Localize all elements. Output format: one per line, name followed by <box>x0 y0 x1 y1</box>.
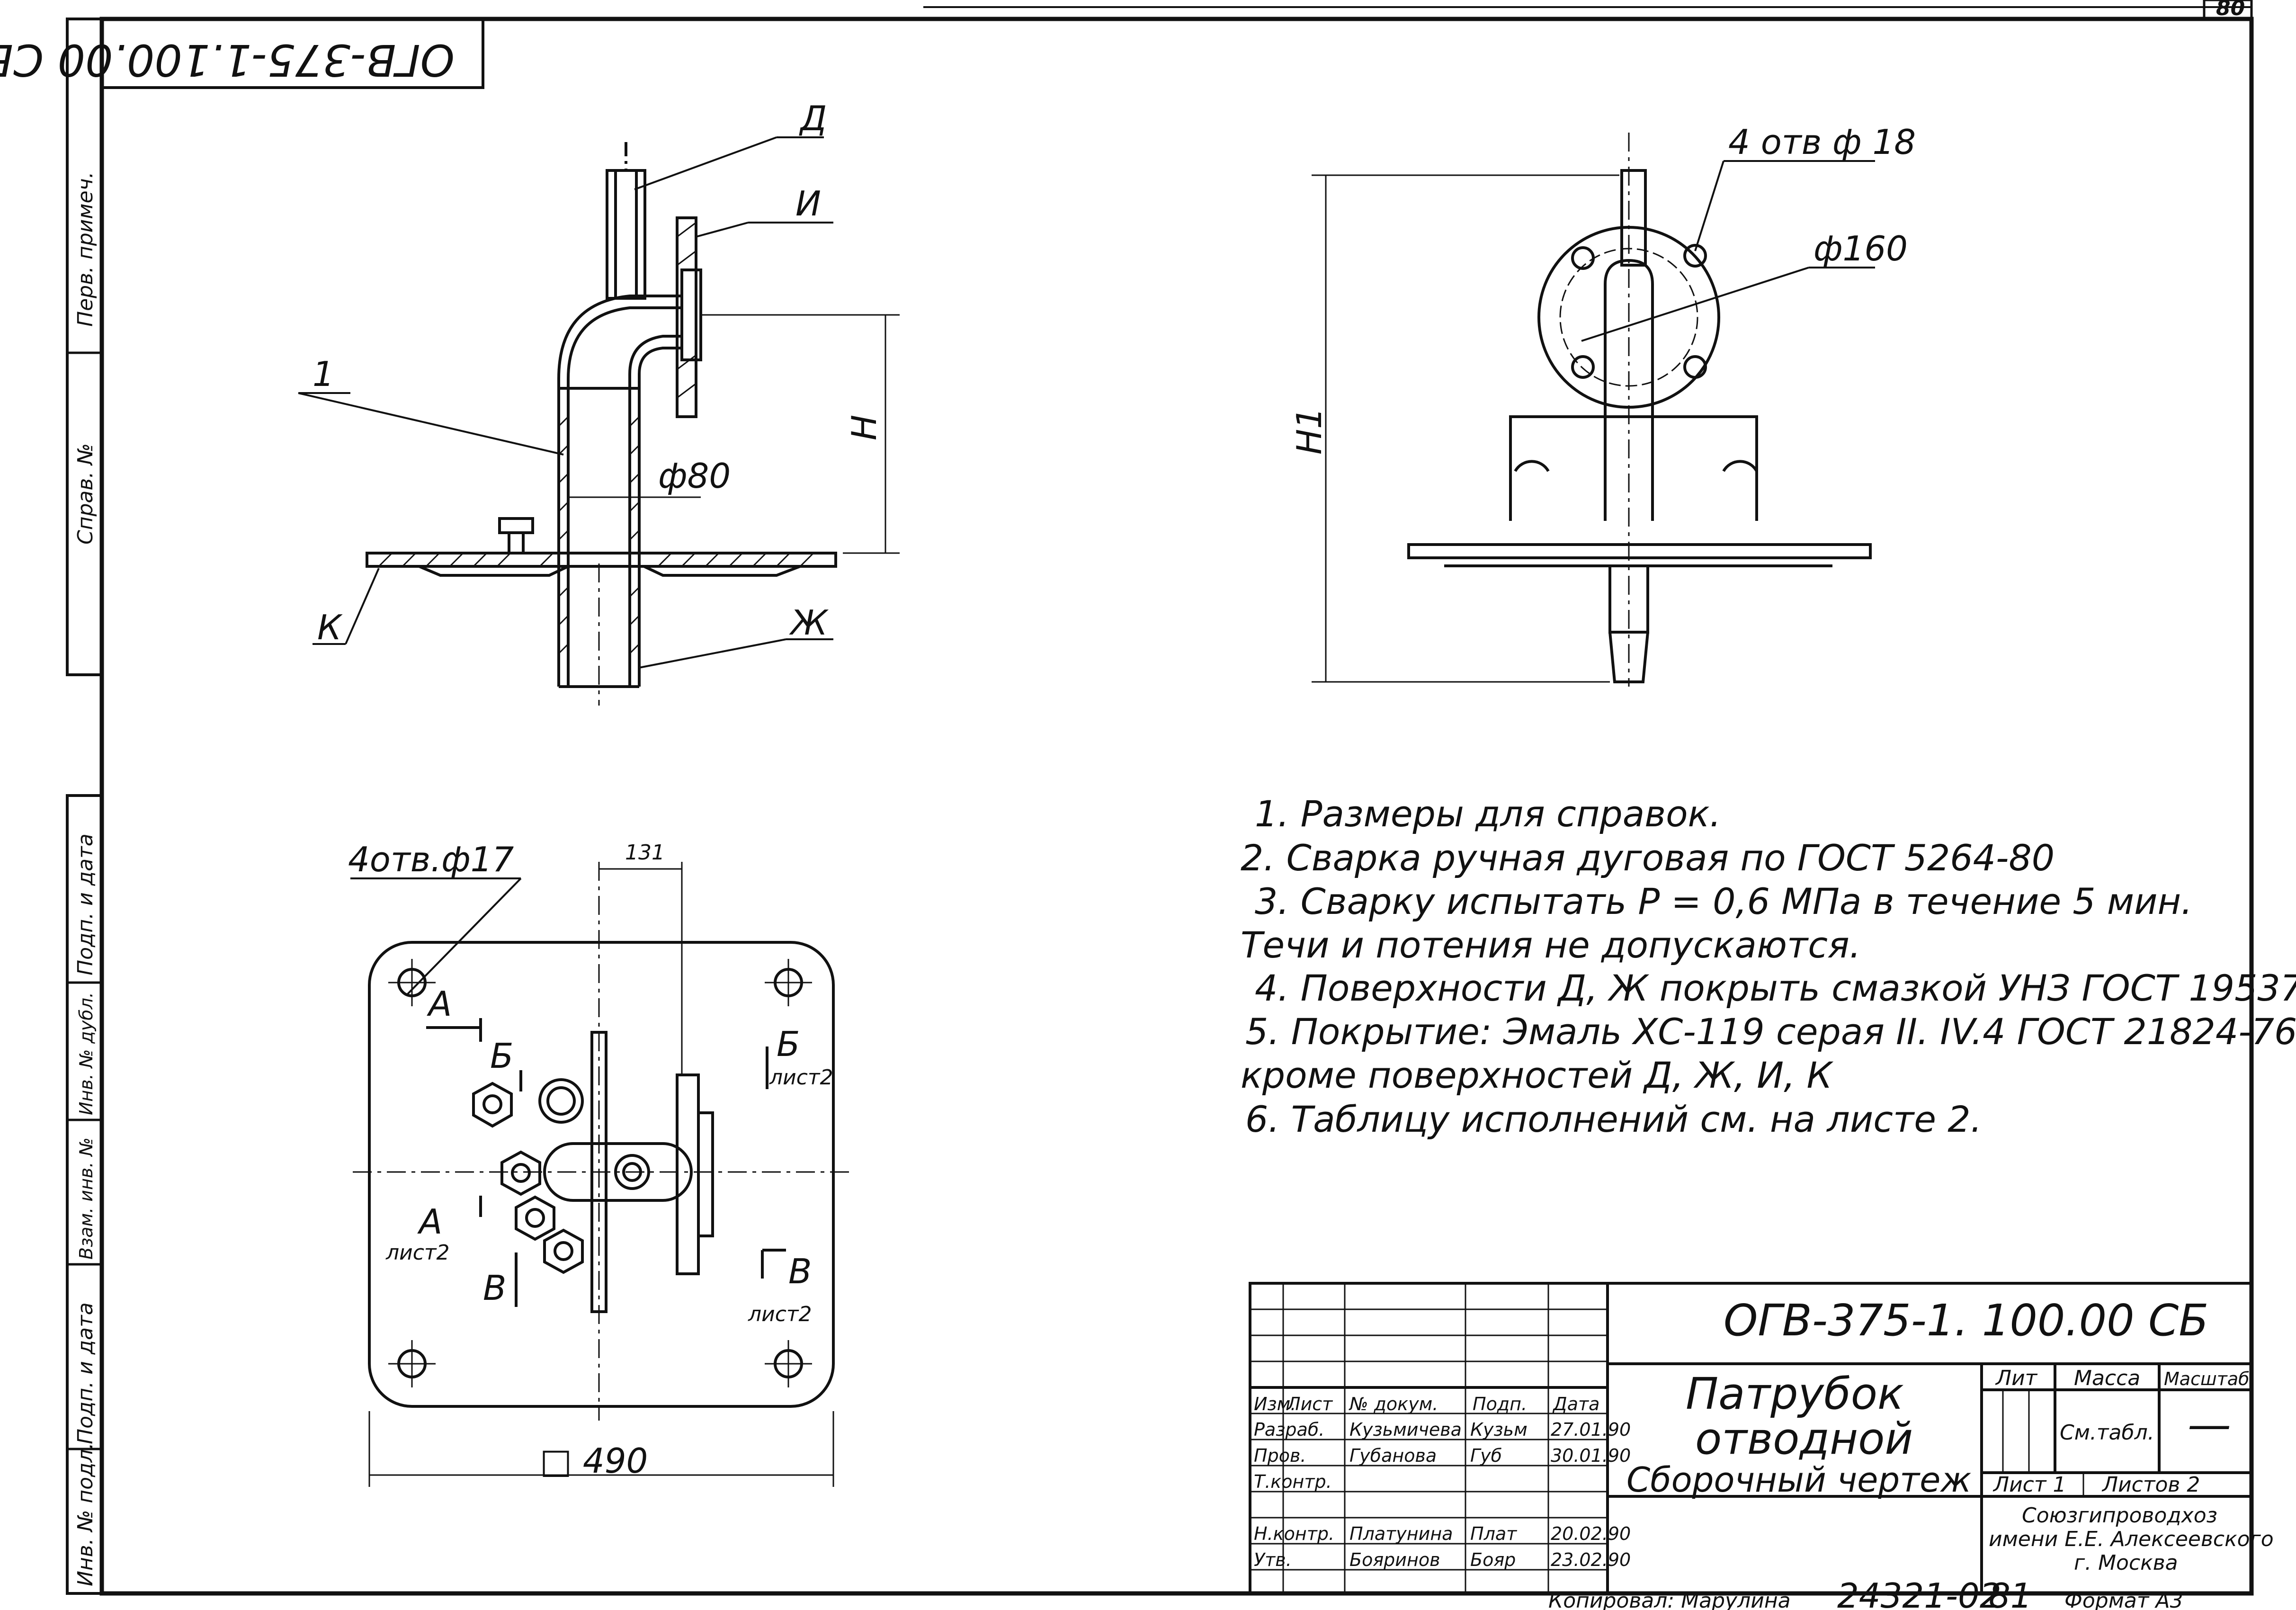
label-dia80: ф80 <box>658 456 731 496</box>
label-D: Д <box>799 98 827 138</box>
label-dia160: ф160 <box>1814 229 1908 268</box>
label-K: К <box>317 608 343 647</box>
designation: ОГВ-375-1. 100.00 СБ <box>1724 1295 2208 1346</box>
org-line-2: имени Е.Е. Алексеевского <box>1989 1527 2274 1551</box>
side-label: Перв. примеч. <box>73 171 98 327</box>
name-cell: Бояринов <box>1349 1549 1440 1570</box>
name-cell: Кузьмичева <box>1349 1419 1462 1440</box>
scale-value: — <box>2188 1399 2231 1450</box>
label-H: Н <box>844 415 884 440</box>
footer: Копировал: Марулина 24321-02 81 Формат А… <box>1548 1576 2183 1610</box>
side-label: Подп. и дата <box>73 833 98 975</box>
date-cell: 23.02.90 <box>1551 1549 1631 1570</box>
note-line: 4. Поверхности Д, Ж покрыть смазкой УНЗ … <box>1255 967 2296 1009</box>
paper-format: Формат А3 <box>2064 1589 2183 1610</box>
label-A-top: А <box>427 984 452 1024</box>
sign-cell: Губ <box>1470 1445 1502 1466</box>
col-header-list: Лист <box>1286 1394 1333 1414</box>
date-cell: 30.01.90 <box>1551 1445 1631 1466</box>
section-view-labels: Д И 1 Н ф80 К Ж <box>313 98 884 647</box>
name-cell: Губанова <box>1349 1445 1437 1466</box>
note-line: Течи и потения не допускаются. <box>1241 924 1861 966</box>
name-cell: Платунина <box>1349 1523 1453 1544</box>
side-label: Справ. № <box>73 443 98 545</box>
side-label: Инв. № подл. <box>73 1442 98 1586</box>
role-cell: Пров. <box>1254 1445 1306 1466</box>
org-line-3: г. Москва <box>2074 1551 2178 1575</box>
top-stamp-text: ОГВ-375-1.100.00 СБ <box>0 35 455 85</box>
label-131: 131 <box>625 841 665 865</box>
mass-value: См.табл. <box>2060 1421 2154 1445</box>
sign-cell: Плат <box>1470 1523 1518 1544</box>
sheet-number: 80 <box>2216 0 2245 20</box>
label-490: □ 490 <box>540 1441 648 1481</box>
side-label: Взам. инв. № <box>76 1137 97 1260</box>
col-header-doc: № докум. <box>1349 1394 1438 1414</box>
document-type: Сборочный чертеж <box>1626 1460 1971 1500</box>
mass-label: Масса <box>2074 1366 2140 1390</box>
role-cell: Т.контр. <box>1254 1471 1332 1492</box>
col-header-sign: Подп. <box>1473 1394 1527 1414</box>
role-cell: Утв. <box>1254 1549 1292 1570</box>
technical-notes: 1. Размеры для справок. 2. Сварка ручная… <box>1241 793 2296 1140</box>
label-A-sheet2: лист2 <box>385 1241 450 1265</box>
note-line: 2. Сварка ручная дуговая по ГОСТ 5264-80 <box>1241 837 2055 879</box>
side-label: Инв. № дубл. <box>76 992 97 1115</box>
label-V-sheet2: лист2 <box>748 1302 812 1326</box>
title-block <box>1249 1282 2253 1595</box>
plan-view <box>350 862 852 1487</box>
side-strip-labels: Перв. примеч. Справ. № Подп. и дата Инв.… <box>73 171 98 1586</box>
org-line-1: Союзгипроводхоз <box>2022 1503 2217 1528</box>
scale-label: Масштаб <box>2164 1368 2250 1389</box>
archive-code: 24321-02 <box>1837 1576 2001 1610</box>
label-V-right: В <box>788 1252 812 1291</box>
label-H1: Н1 <box>1289 407 1329 455</box>
label-1: 1 <box>313 354 334 394</box>
note-line: 5. Покрытие: Эмаль ХС-119 серая II. IV.4… <box>1245 1011 2296 1053</box>
lit-label: Лит <box>1995 1366 2038 1390</box>
col-header-date: Дата <box>1552 1394 1599 1414</box>
sign-cell: Кузьм <box>1470 1419 1528 1440</box>
label-B-left: Б <box>490 1036 513 1076</box>
front-view <box>1312 133 1875 687</box>
label-I: И <box>795 184 821 224</box>
side-label: Подп. и дата <box>73 1302 98 1444</box>
role-cell: Н.контр. <box>1254 1523 1334 1544</box>
label-A-bottom: А <box>417 1202 442 1242</box>
product-name-2: отводной <box>1695 1413 1913 1464</box>
label-Zh: Ж <box>789 603 829 643</box>
date-cell: 27.01.90 <box>1551 1419 1631 1440</box>
title-block-text: ОГВ-375-1. 100.00 СБ Патрубок отводной С… <box>1254 1295 2274 1575</box>
note-line: 6. Таблицу исполнений см. на листе 2. <box>1245 1098 1982 1140</box>
top-stamp: ОГВ-375-1.100.00 СБ <box>0 19 484 89</box>
col-header-izm: Изм. <box>1254 1394 1296 1414</box>
copied-by: Копировал: Марулина <box>1548 1589 1791 1610</box>
sheet-label: Лист 1 <box>1992 1473 2066 1497</box>
label-4-holes-17: 4отв.ф17 <box>348 840 514 879</box>
note-line: кроме поверхностей Д, Ж, И, К <box>1241 1054 1833 1096</box>
note-line: 1. Размеры для справок. <box>1255 793 1721 835</box>
role-cell: Разраб. <box>1254 1419 1324 1440</box>
label-B-sheet2: лист2 <box>769 1065 833 1090</box>
sheets-label: Листов 2 <box>2101 1473 2200 1497</box>
date-cell: 20.02.90 <box>1551 1523 1631 1544</box>
label-V-left: В <box>483 1268 506 1308</box>
sign-cell: Бояр <box>1470 1549 1516 1570</box>
product-name-1: Патрубок <box>1686 1368 1904 1419</box>
front-view-labels: 4 отв ф 18 ф160 Н1 <box>1289 122 1916 455</box>
sheet-frame <box>66 0 2254 1596</box>
section-view <box>298 136 900 706</box>
note-line: 3. Сварку испытать Р = 0,6 МПа в течение… <box>1255 880 2192 922</box>
plan-view-labels: 4отв.ф17 131 А Б Б лист2 А лист2 В В лис… <box>348 840 833 1481</box>
archive-page: 81 <box>1989 1576 2032 1610</box>
label-B-right: Б <box>777 1024 800 1064</box>
label-4-holes-18: 4 отв ф 18 <box>1728 122 1916 162</box>
